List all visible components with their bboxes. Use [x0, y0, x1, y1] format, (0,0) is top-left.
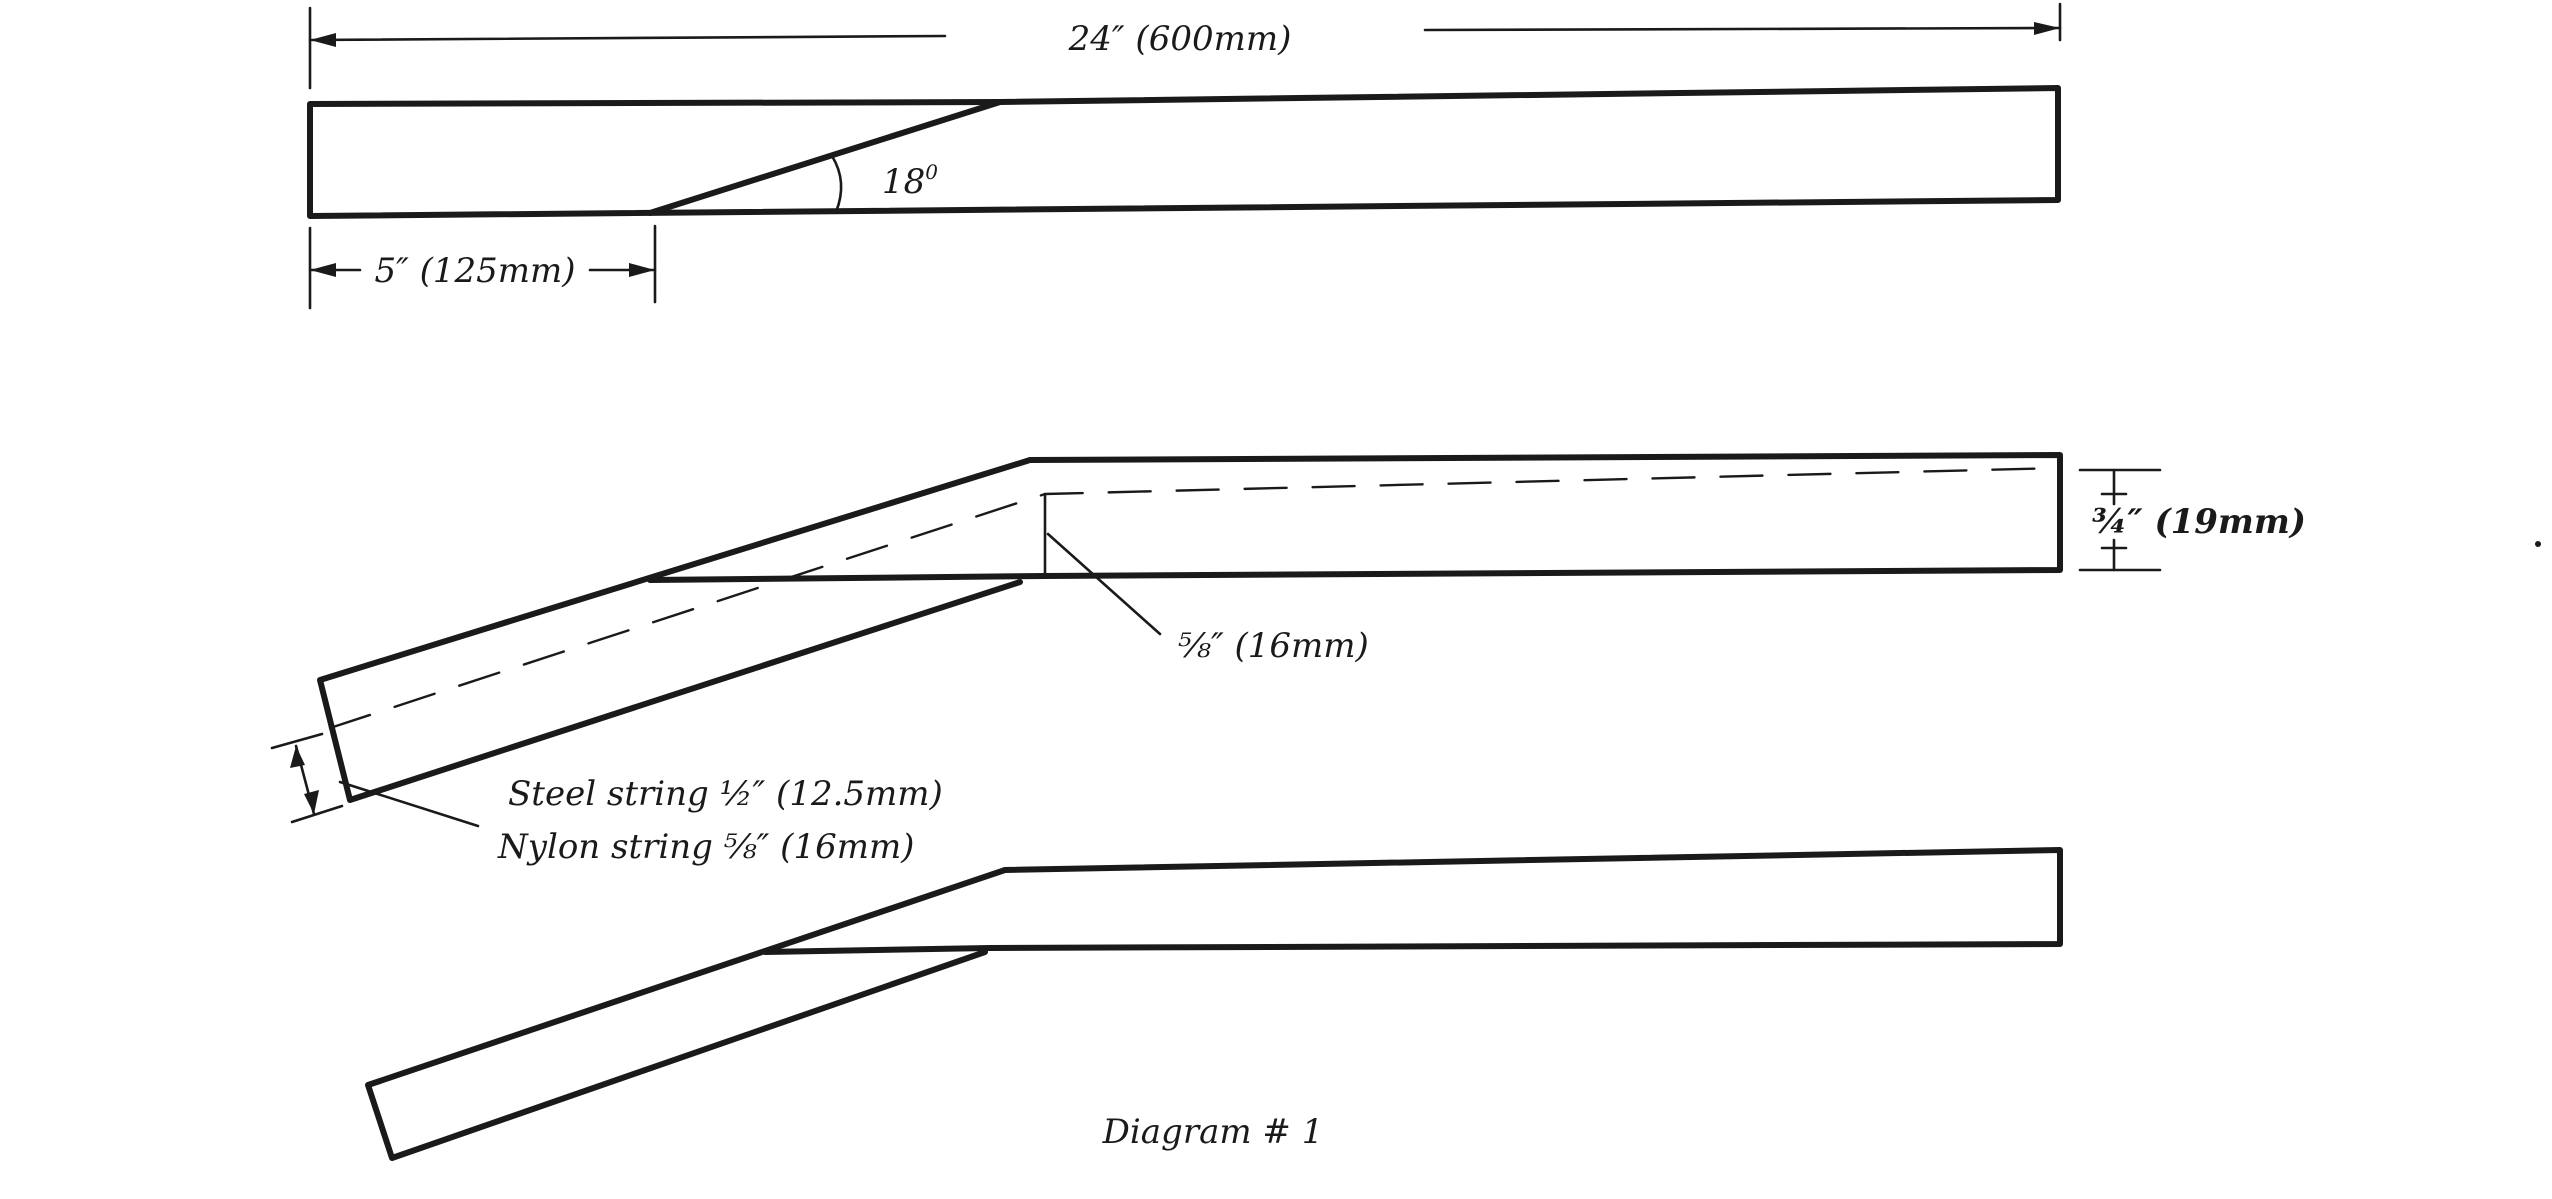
headstock-outline: [317, 457, 1033, 803]
neck-shaft-outline: [1027, 452, 2063, 579]
total-length-dimension: 24″ (600mm): [308, 2, 2062, 90]
arrowhead-left: [310, 263, 336, 277]
arrowhead-up: [290, 746, 305, 768]
angle-label: 180: [882, 160, 938, 202]
assembled-neck-plain-figure: [365, 847, 2063, 1161]
angle-arc: [830, 154, 843, 214]
heel-depth-dimension: ¾″ (19mm): [2078, 468, 2306, 572]
arrowhead-right: [2034, 22, 2060, 35]
fingerboard-plane-line: [328, 466, 2062, 730]
headstock-thickness-dimension: Steel string ½″ (12.5mm) Nylon string ⅝″…: [270, 732, 943, 867]
total-length-label: 24″ (600mm): [1068, 19, 1292, 59]
neck-shaft-outline: [987, 847, 2063, 951]
arrowhead-right: [629, 263, 655, 277]
steel-string-label: Steel string ½″ (12.5mm): [508, 774, 943, 814]
headstock-outline: [365, 867, 1008, 1161]
scarf-depth-label: ⅝″ (16mm): [1178, 626, 1369, 666]
neck-blank-outline: [307, 85, 2061, 219]
cut-offset-label: 5″ (125mm): [374, 251, 575, 291]
svg-text:180: 180: [882, 160, 938, 202]
nylon-string-label: Nylon string ⅝″ (16mm): [497, 827, 914, 867]
scarf-depth-callout: ⅝″ (16mm): [1046, 532, 1369, 666]
joint-line: [647, 573, 1048, 583]
assembled-neck-figure: ¾″ (19mm) ⅝″ (16mm) Steel string ½″ (12.…: [270, 452, 2541, 867]
diagram-caption: Diagram # 1: [1102, 1112, 1324, 1152]
arrowhead-down: [304, 790, 319, 814]
joint-line: [762, 945, 993, 955]
arrowhead-left: [310, 33, 336, 47]
cut-offset-dimension: 5″ (125mm): [308, 224, 657, 310]
blank-with-cut-figure: 24″ (600mm) 180 5″ (125mm): [307, 2, 2062, 310]
stray-mark: [2535, 541, 2541, 547]
scarf-cut-line: [647, 99, 1003, 216]
heel-depth-label: ¾″ (19mm): [2092, 502, 2306, 542]
